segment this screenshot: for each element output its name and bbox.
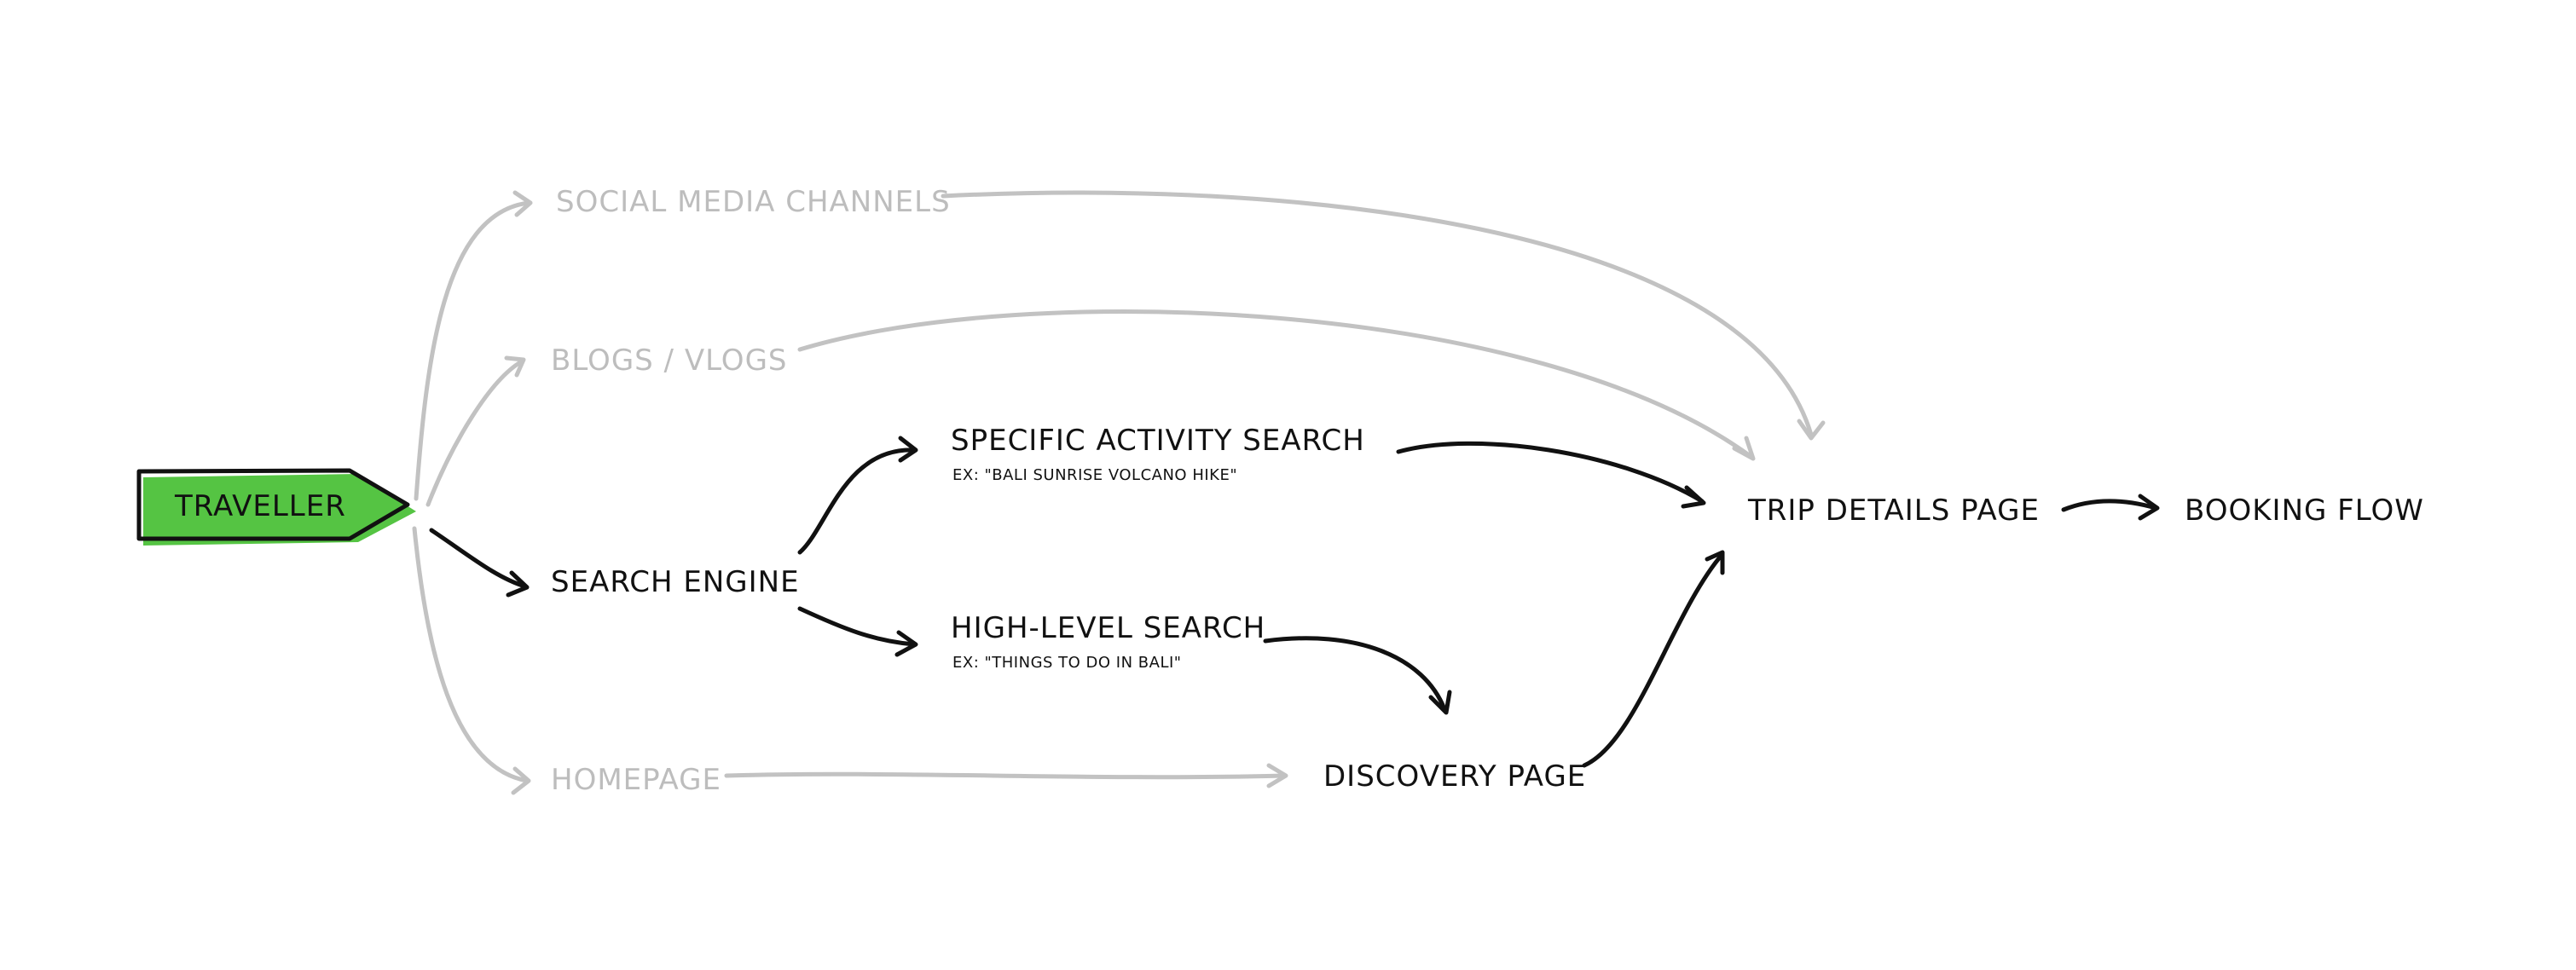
- traveller-tag-fill: [143, 474, 416, 546]
- traveller-tag-outline: [136, 468, 410, 541]
- edge-traveller-search-engine: [429, 528, 530, 598]
- homepage-label: HOMEPAGE: [551, 763, 721, 797]
- edge-traveller-homepage: [412, 526, 531, 795]
- edge-search-engine-high-level-search: [797, 606, 918, 657]
- social-media-label: SOCIAL MEDIA CHANNELS: [556, 185, 951, 219]
- specific-search-example: EX: "BALI SUNRISE VOLCANO HIKE": [952, 466, 1237, 484]
- booking-flow-label: BOOKING FLOW: [2185, 494, 2424, 528]
- traveller-node: TRAVELLER: [136, 468, 416, 546]
- edge-search-engine-specific-search: [797, 436, 918, 555]
- edge-trip-details-booking-flow: [2061, 494, 2160, 521]
- blogs-vlogs-label: BLOGS / VLOGS: [551, 344, 788, 378]
- trip-details-page-label: TRIP DETAILS PAGE: [1747, 494, 2040, 528]
- edge-traveller-social-media: [414, 190, 533, 501]
- edge-homepage-discovery: [724, 763, 1288, 788]
- high-level-search-label: HIGH-LEVEL SEARCH: [951, 611, 1265, 645]
- discovery-page-label: DISCOVERY PAGE: [1323, 759, 1586, 794]
- search-engine-label: SEARCH ENGINE: [551, 565, 800, 599]
- traveller-label: TRAVELLER: [174, 489, 346, 523]
- edge-social-media-trip-details: [941, 190, 1826, 441]
- edge-traveller-blogs-vlogs: [425, 355, 526, 507]
- edge-specific-search-trip-details: [1396, 441, 1706, 509]
- high-level-search-example: EX: "THINGS TO DO IN BALI": [952, 654, 1182, 672]
- edge-blogs-vlogs-trip-details: [797, 309, 1756, 461]
- edge-discovery-trip-details: [1582, 550, 1725, 768]
- specific-search-label: SPECIFIC ACTIVITY SEARCH: [951, 424, 1365, 458]
- edge-high-level-search-discovery: [1263, 636, 1452, 715]
